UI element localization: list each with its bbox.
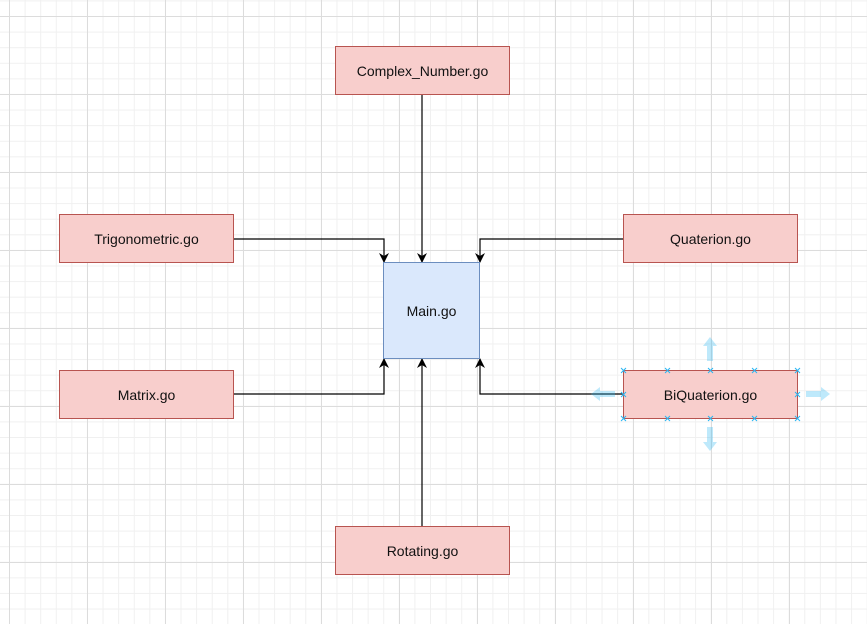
connect-arrow-right-icon[interactable] [806,387,830,401]
node-matrix-label: Matrix.go [117,386,176,403]
node-biquaterion-label: BiQuaterion.go [663,386,758,403]
node-rotating[interactable]: Rotating.go [335,526,510,575]
node-complex-number[interactable]: Complex_Number.go [335,46,510,95]
edge-biquaterion-to-main[interactable] [475,358,623,395]
connect-arrow-down-icon[interactable] [703,427,717,451]
resize-handle-top-mid-right[interactable] [751,367,758,374]
resize-handle-bottom-mid-left[interactable] [664,415,671,422]
connect-arrow-up-icon[interactable] [703,337,717,361]
resize-handle-bottom-mid-right[interactable] [751,415,758,422]
resize-handle-top-mid-left[interactable] [664,367,671,374]
node-matrix[interactable]: Matrix.go [59,370,234,419]
edge-matrix-to-main[interactable] [234,358,389,395]
edge-quaterion-to-main[interactable] [475,238,623,263]
resize-handle-top-left[interactable] [620,367,627,374]
resize-handle-right[interactable] [794,391,801,398]
resize-handle-left[interactable] [620,391,627,398]
node-quaterion[interactable]: Quaterion.go [623,214,798,263]
node-quaterion-label: Quaterion.go [670,230,751,247]
resize-handle-top-right[interactable] [794,367,801,374]
node-biquaterion[interactable]: BiQuaterion.go [623,370,798,419]
node-trigonometric-label: Trigonometric.go [94,230,199,247]
node-complex-number-label: Complex_Number.go [356,62,489,79]
connect-arrow-left-icon[interactable] [591,387,615,401]
node-rotating-label: Rotating.go [386,542,459,559]
resize-handle-bottom[interactable] [707,415,714,422]
edge-trigonometric-to-main[interactable] [234,238,389,263]
node-trigonometric[interactable]: Trigonometric.go [59,214,234,263]
resize-handle-bottom-right[interactable] [794,415,801,422]
resize-handle-bottom-left[interactable] [620,415,627,422]
resize-handle-top[interactable] [707,367,714,374]
node-main[interactable]: Main.go [383,262,480,359]
node-main-label: Main.go [406,302,457,319]
